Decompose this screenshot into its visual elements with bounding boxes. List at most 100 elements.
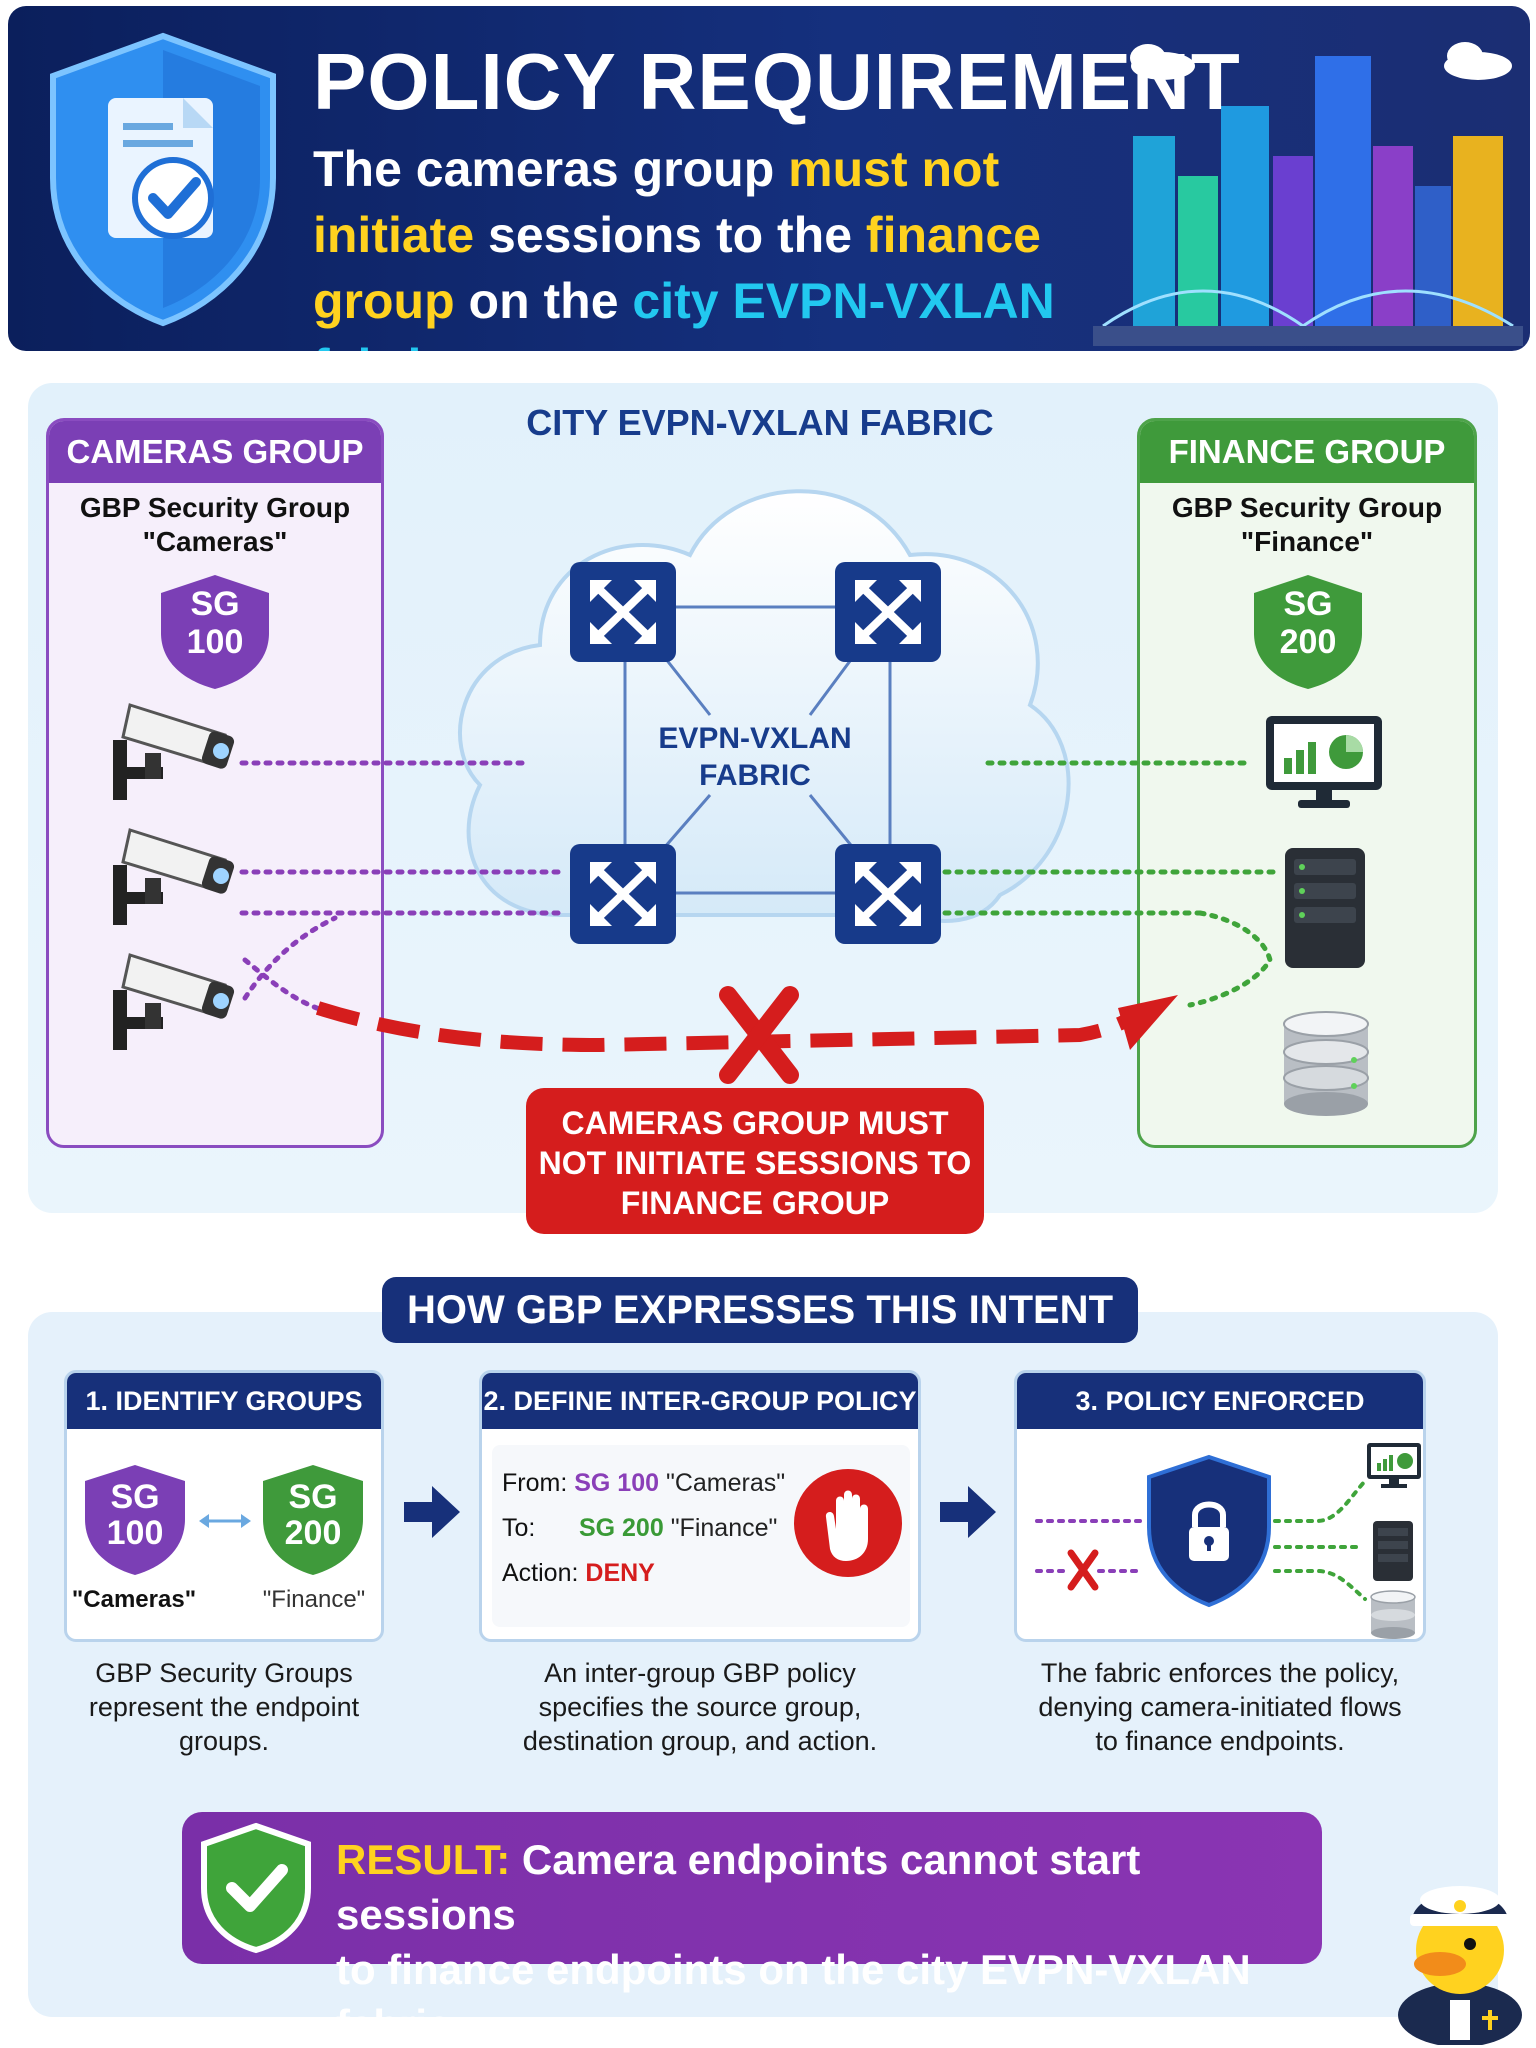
deny-x-icon (719, 986, 799, 1084)
sg100-shield-icon (161, 575, 269, 689)
arrow-right-icon (404, 1486, 460, 1538)
step2-description: An inter-group GBP policy specifies the … (470, 1656, 930, 1758)
page-title: POLICY REQUIREMENT (313, 37, 1241, 126)
shield-document-check-icon (50, 32, 276, 327)
requirement-text: sessions to the (474, 207, 866, 263)
deny-statement-box: CAMERAS GROUP MUST NOT INITIATE SESSIONS… (526, 1088, 984, 1234)
fabric-center-label: EVPN-VXLAN FABRIC (620, 720, 890, 794)
step3-description: The fabric enforces the policy, denying … (1000, 1656, 1440, 1758)
policy-label: From: (502, 1469, 568, 1497)
sg-number: 100 (186, 623, 244, 661)
cameras-group-title: CAMERAS GROUP (49, 421, 381, 483)
sg-number: 100 (106, 1514, 164, 1552)
result-statement: RESULT: Camera endpoints cannot start se… (336, 1832, 1316, 2048)
result-banner (182, 1812, 1322, 1964)
server-icon (1285, 848, 1365, 968)
flow-lines (239, 760, 1278, 1084)
database-icon (1283, 1011, 1369, 1116)
policy-from-row: From: SG 100 "Cameras" (502, 1469, 785, 1498)
sg-label: SG (288, 1478, 338, 1516)
bidirectional-arrow-icon (199, 1514, 251, 1528)
deny-statement-line: NOT INITIATE SESSIONS TO (538, 1145, 972, 1181)
sg200-shield-icon (263, 1465, 363, 1575)
sg100-badge-text: SG 100 (81, 1479, 189, 1551)
result-text-line: Camera endpoints cannot start sessions (336, 1836, 1141, 1938)
subtitle-line: "Finance" (1240, 526, 1374, 557)
security-camera-icon (113, 828, 235, 925)
step-identify-groups: 1. IDENTIFY GROUPS SG 100 SG 200 "Camera… (64, 1370, 384, 1642)
policy-source-sg: SG 100 (574, 1469, 660, 1497)
step-title: 2. DEFINE INTER-GROUP POLICY (482, 1373, 918, 1429)
description-line: specifies the source group, (538, 1692, 862, 1722)
description-line: represent the endpoint (88, 1692, 360, 1722)
sg-label: SG (190, 585, 240, 623)
step-title: 3. POLICY ENFORCED (1017, 1373, 1423, 1429)
policy-label: Action: (502, 1559, 579, 1587)
security-camera-icon (113, 703, 235, 800)
step-define-policy: 2. DEFINE INTER-GROUP POLICY From: SG 10… (479, 1370, 921, 1642)
description-line: to finance endpoints. (1095, 1726, 1345, 1756)
database-icon (1370, 1590, 1416, 1639)
policy-label: To: (502, 1514, 536, 1542)
server-icon (1373, 1521, 1413, 1581)
sg-number: 200 (284, 1514, 342, 1552)
group-name-finance: "Finance" (262, 1586, 366, 1613)
city-skyline-icon (1093, 42, 1523, 346)
fabric-center-line: FABRIC (699, 759, 811, 792)
cameras-group-subtitle: GBP Security Group "Cameras" (49, 491, 381, 559)
stop-hand-icon (794, 1469, 902, 1577)
sg100-badge-text: SG 100 (157, 585, 273, 661)
policy-action-row: Action: DENY (502, 1559, 655, 1588)
network-switch-icon (835, 844, 941, 944)
fabric-center-line: EVPN-VXLAN (658, 722, 852, 755)
sg200-badge-text: SG 200 (1250, 585, 1366, 661)
shield-check-icon (201, 1822, 311, 1954)
network-switch-icon (570, 562, 676, 662)
policy-destination-name: "Finance" (670, 1514, 778, 1542)
description-line: denying camera-initiated flows (1038, 1692, 1402, 1722)
description-line: groups. (178, 1726, 270, 1756)
subtitle-line: GBP Security Group (1171, 492, 1443, 523)
sg200-badge-text: SG 200 (259, 1479, 367, 1551)
gbp-section-title: HOW GBP EXPRESSES THIS INTENT (382, 1277, 1138, 1343)
subtitle-line: GBP Security Group (79, 492, 351, 523)
policy-to-row: To: SG 200 "Finance" (502, 1514, 777, 1543)
result-label: RESULT: (336, 1836, 511, 1883)
header-banner: POLICY REQUIREMENT The cameras group mus… (8, 6, 1530, 351)
cameras-group-box: CAMERAS GROUP GBP Security Group "Camera… (46, 418, 384, 1148)
description-line: An inter-group GBP policy (544, 1658, 856, 1688)
requirement-highlight: city EVPN-VXLAN fabric. (313, 273, 1055, 351)
policy-destination-sg: SG 200 (578, 1514, 664, 1542)
sg-label: SG (110, 1478, 160, 1516)
network-switch-icon (835, 562, 941, 662)
sg200-shield-icon (1254, 575, 1362, 689)
sg-label: SG (1283, 585, 1333, 623)
sg100-shield-icon (85, 1465, 185, 1575)
arrow-right-icon (940, 1486, 996, 1538)
requirement-text: on the (454, 273, 633, 329)
requirement-text: The cameras group (313, 141, 789, 197)
monitor-chart-icon (1367, 1443, 1421, 1488)
captain-duck-icon (1398, 1886, 1522, 2045)
enforcement-illustration (1035, 1443, 1421, 1639)
group-name-cameras: "Cameras" (71, 1586, 197, 1613)
description-line: GBP Security Groups (95, 1658, 353, 1688)
description-line: The fabric enforces the policy, (1040, 1658, 1400, 1688)
network-switch-icon (570, 844, 676, 944)
policy-action-value: DENY (585, 1559, 655, 1587)
step-policy-enforced: 3. POLICY ENFORCED (1014, 1370, 1426, 1642)
sg-number: 200 (1279, 623, 1337, 661)
deny-statement-line: CAMERAS GROUP MUST (561, 1105, 949, 1141)
deny-x-icon (1067, 1549, 1099, 1591)
step1-description: GBP Security Groups represent the endpoi… (44, 1656, 404, 1758)
finance-group-subtitle: GBP Security Group "Finance" (1140, 491, 1474, 559)
finance-group-title: FINANCE GROUP (1140, 421, 1474, 483)
step-title: 1. IDENTIFY GROUPS (67, 1373, 381, 1429)
requirement-statement: The cameras group must not initiate sess… (313, 136, 1143, 351)
deny-statement-line: FINANCE GROUP (620, 1185, 890, 1221)
policy-source-name: "Cameras" (665, 1469, 786, 1497)
monitor-chart-icon (1266, 716, 1382, 808)
requirement-highlight: must not initiate (313, 141, 1000, 263)
description-line: destination group, and action. (522, 1726, 878, 1756)
security-camera-icon (113, 953, 235, 1050)
